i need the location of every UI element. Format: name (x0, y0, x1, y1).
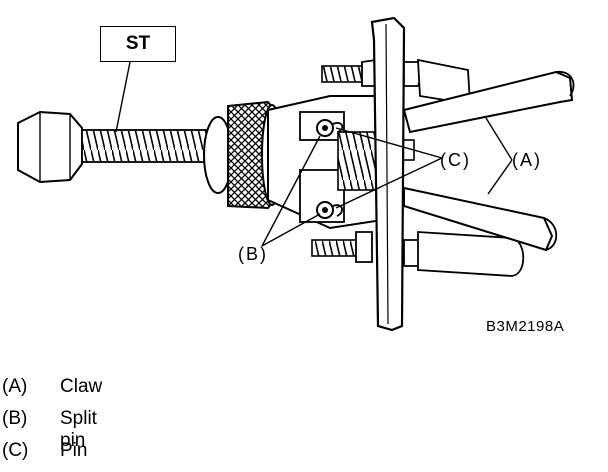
claw-lower (403, 186, 558, 252)
legend-key: (A) (2, 376, 28, 397)
callout-a: (A) (512, 150, 542, 170)
leader-lines (115, 61, 513, 247)
puller-diagram: ST (C) (A) (B) B3M2198A (17, 16, 575, 335)
bolt-upper (321, 58, 379, 87)
callout-b: (B) (238, 244, 268, 264)
pin-upper (316, 119, 344, 137)
callout-c: (C) (440, 150, 471, 170)
legend-text: Pin (60, 440, 88, 461)
forcing-screw (81, 129, 223, 163)
hex-head (17, 110, 83, 184)
bolt-lower (311, 231, 373, 263)
puller-plate (370, 16, 406, 332)
legend-text: Split pin (60, 408, 97, 451)
legend-text: Claw (60, 376, 103, 397)
legs (417, 58, 525, 277)
puller-illustration (17, 16, 575, 332)
figure-code: B3M2198A (486, 318, 565, 335)
legend-key: (B) (2, 408, 28, 429)
legend-key: (C) (2, 440, 29, 461)
pin-lower (316, 201, 343, 219)
special-tool-label: ST (100, 26, 176, 62)
claw-upper (402, 70, 575, 134)
